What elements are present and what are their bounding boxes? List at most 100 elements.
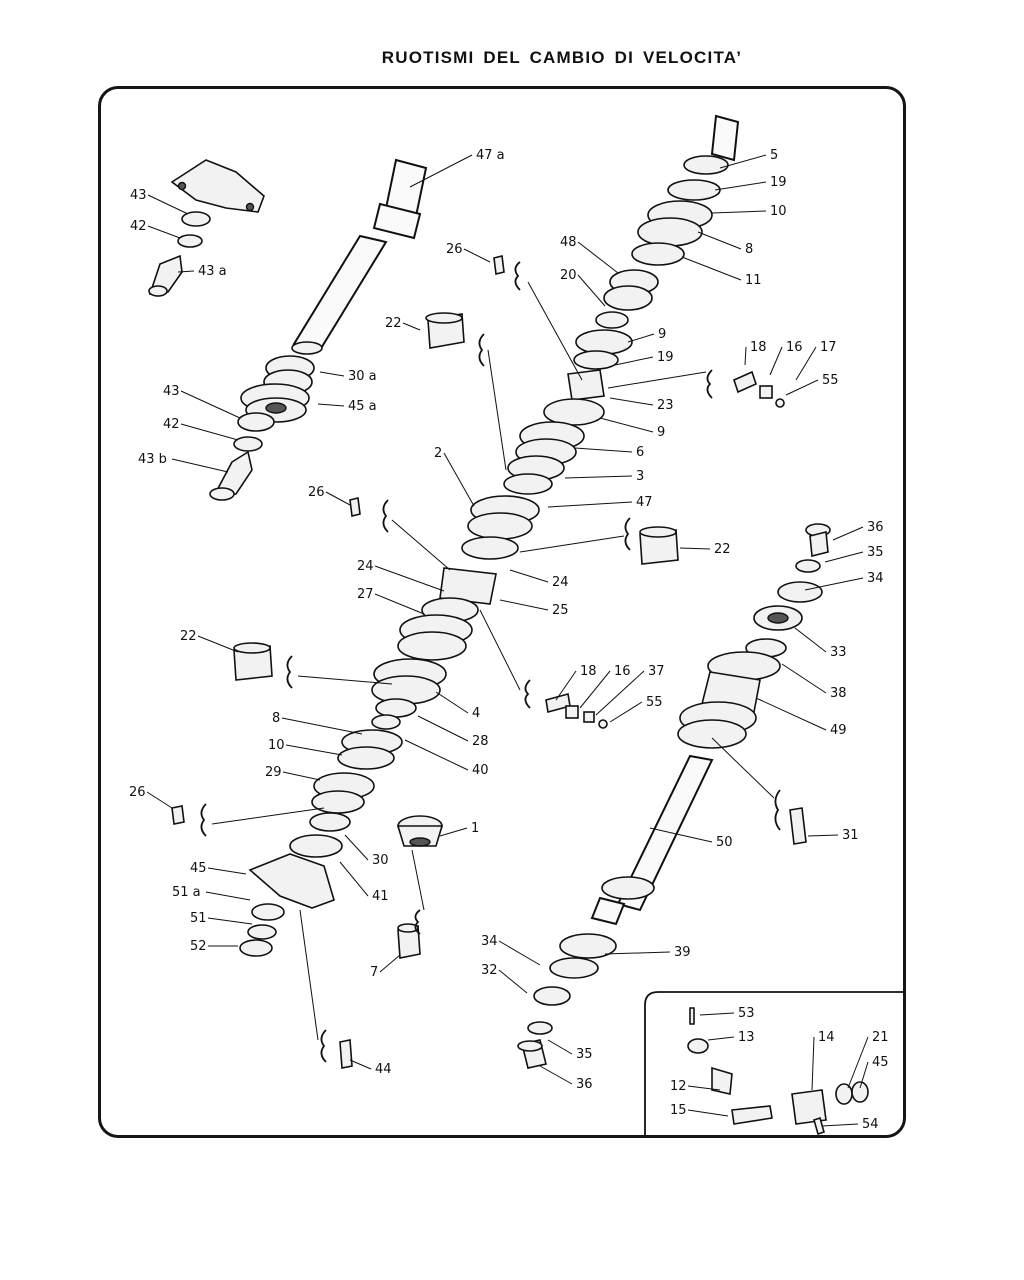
- leader-line-l-43b: [180, 390, 241, 419]
- part-label-l-43a: 43: [130, 188, 147, 203]
- pins: [171, 255, 807, 1069]
- part-label-l-37: 37: [648, 664, 665, 679]
- part-label-l-36b: 36: [576, 1077, 593, 1092]
- part-label-l-43b: 43: [163, 384, 180, 399]
- leader-line-l-9a: [627, 333, 655, 343]
- leader-line-l-22c: [197, 635, 239, 653]
- leader-line-l-45a: [317, 403, 345, 407]
- leader-line-l-20: [577, 274, 606, 307]
- leader-line-l-9b: [599, 417, 654, 433]
- part-label-l-42b: 42: [163, 417, 180, 432]
- leader-line-l-50: [649, 827, 713, 843]
- part-label-l-45c: 45: [872, 1055, 889, 1070]
- leader-line-l-19b: [614, 356, 654, 366]
- gear-30a-group: [209, 355, 315, 501]
- part-label-l-55b: 55: [646, 695, 663, 710]
- part-label-l-47a: 47 a: [476, 148, 505, 163]
- leader-line-l-42a: [147, 225, 181, 239]
- leader-line-l-28: [417, 715, 469, 742]
- leader-line-l-34a: [804, 577, 864, 591]
- leader-line-l-21: [847, 1036, 869, 1089]
- part-label-l-24a: 24: [357, 559, 374, 574]
- leader-line-l-8b: [281, 717, 363, 735]
- bearing-cap: [148, 159, 265, 297]
- part-label-l-31: 31: [842, 828, 859, 843]
- leader-line-l-39: [604, 951, 671, 955]
- leader-line-l-48: [577, 241, 619, 274]
- part-label-l-8a: 8: [745, 242, 753, 257]
- leader-line-l-51a: [205, 891, 251, 901]
- leader-line-l-29: [282, 771, 321, 781]
- part-label-l-49: 49: [830, 723, 847, 738]
- part-label-l-12: 12: [670, 1079, 687, 1094]
- leader-line-l-44: [349, 1059, 372, 1070]
- bushing-22: [233, 312, 679, 681]
- leader-line-l-22a: [402, 322, 421, 331]
- leader-line-l-14: [811, 1036, 815, 1091]
- leader-line-l-3: [564, 475, 633, 479]
- leader-line-l-10b: [285, 744, 343, 756]
- part-label-l-48: 48: [560, 235, 577, 250]
- part-label-l-51a: 51 a: [172, 885, 201, 900]
- part-label-l-30a: 30 a: [348, 369, 377, 384]
- part-label-l-11: 11: [745, 273, 762, 288]
- leader-line-l-13: [707, 1036, 735, 1041]
- leader-line-l-49: [755, 697, 827, 731]
- leader-line-l-45b: [207, 867, 247, 875]
- part-label-l-16b: 16: [614, 664, 631, 679]
- part-label-l-5: 5: [770, 148, 778, 163]
- leader-line-l-27: [374, 593, 425, 615]
- part-label-l-39: 39: [674, 945, 691, 960]
- part-label-l-33: 33: [830, 645, 847, 660]
- detent-assembly: [545, 370, 785, 729]
- leader-line-l-47: [547, 501, 633, 508]
- leader-line-l-33: [794, 627, 827, 653]
- leader-line-l-16b: [579, 670, 611, 709]
- brace-marks: [200, 261, 781, 1063]
- leader-line-l-35b: [547, 1039, 573, 1055]
- part-label-l-25: 25: [552, 603, 569, 618]
- part-label-l-6: 6: [636, 445, 644, 460]
- part-label-l-47: 47: [636, 495, 653, 510]
- part-label-l-35b: 35: [576, 1047, 593, 1062]
- pinion-1: [396, 815, 444, 959]
- leader-line-l-1: [439, 827, 468, 837]
- part-label-l-26a: 26: [446, 242, 463, 257]
- leader-line-l-16a: [769, 346, 783, 376]
- leader-line-l-26a: [463, 248, 491, 263]
- part-label-l-1: 1: [471, 821, 479, 836]
- part-label-l-8b: 8: [272, 711, 280, 726]
- central-gear-stack: [239, 114, 740, 957]
- part-label-l-23: 23: [657, 398, 674, 413]
- part-label-l-41: 41: [372, 889, 389, 904]
- leader-line-l-42b: [180, 423, 239, 441]
- part-label-l-13: 13: [738, 1030, 755, 1045]
- part-label-l-16a: 16: [786, 340, 803, 355]
- part-label-l-50: 50: [716, 835, 733, 850]
- leader-line-l-26c: [146, 791, 173, 809]
- part-label-l-30: 30: [372, 853, 389, 868]
- part-label-l-32: 32: [481, 963, 498, 978]
- leader-line-l-15: [687, 1109, 729, 1117]
- leader-line-l-43a2: [177, 270, 195, 273]
- part-label-l-24b: 24: [552, 575, 569, 590]
- leader-line-l-30: [344, 834, 369, 861]
- leader-line-l-25: [499, 599, 549, 611]
- leader-line-l-55b: [609, 701, 643, 723]
- leader-line-l-40: [404, 739, 469, 771]
- leader-line-l-51: [207, 917, 253, 925]
- part-label-l-36a: 36: [867, 520, 884, 535]
- part-label-l-3: 3: [636, 469, 644, 484]
- part-label-l-53: 53: [738, 1006, 755, 1021]
- part-label-l-54: 54: [862, 1117, 879, 1132]
- leader-line-l-17: [795, 346, 817, 381]
- leader-line-l-2: [443, 452, 475, 507]
- part-label-l-9b: 9: [657, 425, 665, 440]
- part-label-l-44: 44: [375, 1062, 392, 1077]
- part-label-l-43a2: 43 a: [198, 264, 227, 279]
- part-label-l-26c: 26: [129, 785, 146, 800]
- part-label-l-20: 20: [560, 268, 577, 283]
- part-label-l-26b: 26: [308, 485, 325, 500]
- part-label-l-2: 2: [434, 446, 442, 461]
